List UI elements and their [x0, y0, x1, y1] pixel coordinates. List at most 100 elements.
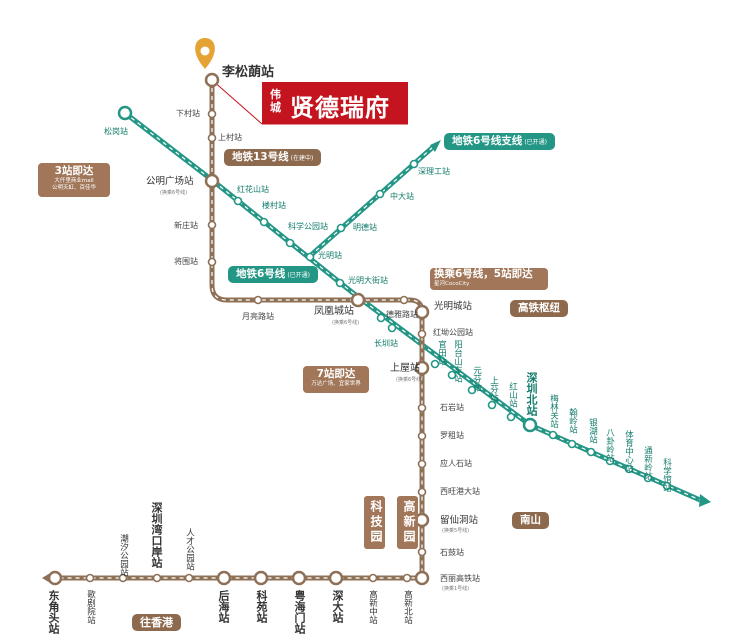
station-shenligong: 深理工站	[418, 167, 450, 176]
station-liuxiandong-sub: (换乘5号线)	[442, 528, 470, 534]
station-dot	[204, 173, 220, 189]
station-dot	[335, 278, 345, 288]
station-kexueguan: 科学馆站	[661, 458, 672, 492]
line6-arrow	[699, 494, 711, 507]
line6-branch-pill: 地铁6号线支线(已开通)	[444, 133, 555, 150]
pointer-line	[211, 79, 263, 125]
station-dot	[506, 412, 516, 422]
station-xiwanggang: 西旺港大站	[440, 487, 480, 496]
station-guangmingdajie: 光明大街站	[348, 276, 388, 285]
station-dot	[417, 459, 427, 469]
station-dot	[207, 133, 217, 143]
station-dot	[285, 238, 295, 248]
station-zhongda: 中大站	[390, 192, 414, 201]
station-dot	[567, 439, 577, 449]
station-tiyuzhongxin: 体育中心站	[623, 430, 634, 473]
station-dot	[624, 464, 634, 474]
station-dot	[152, 573, 162, 583]
station-gaoxinbei: 高新北站	[402, 590, 413, 624]
station-rencai: 人才公园站	[184, 528, 195, 571]
station-shiyan: 石岩站	[440, 403, 464, 412]
station-changzhen: 长圳站	[374, 339, 398, 348]
station-mingde: 明德站	[353, 223, 377, 232]
badge-3-stations: 3站即达 大仟里商业mall 公明天虹、百佳华	[38, 163, 110, 197]
station-dot	[233, 196, 243, 206]
station-dot	[409, 159, 419, 169]
station-dot	[350, 292, 366, 308]
station-dot	[85, 573, 95, 583]
station-dot	[253, 295, 263, 305]
station-xili: 西丽高铁站	[440, 574, 480, 583]
station-hongshan: 红山站	[507, 382, 518, 408]
station-dot	[117, 105, 133, 121]
station-shangfen: 上芬站	[488, 376, 499, 402]
brand-name: 贤德瑞府	[290, 93, 390, 122]
station-shigu: 石鼓站	[440, 548, 464, 557]
station-yuanfen: 元芬站	[471, 366, 482, 392]
station-dot	[605, 456, 615, 466]
station-dot	[375, 189, 385, 199]
station-dot	[259, 217, 269, 227]
station-honghuashan: 红花山站	[237, 185, 269, 194]
station-dot	[118, 573, 128, 583]
hub-pill: 高铁枢纽	[510, 300, 568, 317]
hongkong-button[interactable]: 往香港	[132, 614, 181, 631]
station-dot	[430, 359, 440, 369]
station-chaoxi: 潮汐公园站	[118, 534, 129, 577]
station-dot	[414, 570, 430, 586]
badge-7-stations: 7站即达 万达广场、宜家世界	[303, 366, 369, 393]
station-dot	[368, 573, 378, 583]
station-dot	[586, 447, 596, 457]
station-gaoxinzhong: 高新中站	[367, 590, 378, 624]
station-guangmingcheng: 光明城站	[434, 301, 473, 312]
gaoxin-badge: 高新园	[397, 496, 418, 549]
station-dot	[184, 573, 194, 583]
station-dot	[216, 570, 232, 586]
station-dot	[548, 430, 558, 440]
station-dongjiaotou: 东角头站	[47, 590, 60, 634]
station-fenghuang: 凤凰城站	[314, 306, 354, 317]
station-guantian: 官田站	[436, 340, 447, 366]
station-dot	[376, 313, 386, 323]
station-xili-sub: (换乘1号线)	[442, 586, 470, 592]
station-shenzhenwan: 深圳湾口岸站	[150, 502, 163, 568]
station-dot	[643, 473, 653, 483]
brand-prefix: 伟城	[270, 88, 281, 114]
location-pin-icon	[195, 38, 215, 69]
station-kexuegongyuan: 科学公园站	[288, 222, 328, 231]
station-dot	[47, 570, 63, 586]
station-yuejing: 月亮路站	[242, 312, 274, 321]
station-dot	[328, 570, 344, 586]
brand-banner: 伟城 贤德瑞府	[262, 82, 408, 124]
line6-branch-arrow	[430, 140, 441, 152]
station-fenghuang-sub: (换乘6号线)	[332, 320, 360, 326]
station-dot	[336, 223, 346, 233]
station-dot	[305, 252, 315, 262]
transfer-note: 换乘6号线，5站即达 星河CocoCity	[430, 268, 548, 290]
station-yingrenshi: 应人石站	[440, 459, 472, 468]
station-yinhu: 银湖站	[587, 418, 598, 444]
station-bagualing: 八卦岭站	[604, 428, 615, 462]
station-dot	[467, 385, 477, 395]
station-dot	[417, 487, 427, 497]
station-dot	[207, 257, 217, 267]
line13-pill: 地铁13号线(在建中)	[224, 149, 322, 166]
station-dot	[662, 481, 672, 491]
station-dot	[447, 370, 457, 380]
station-dot	[417, 403, 427, 413]
station-dot	[204, 72, 220, 88]
station-guangming: 光明站	[318, 251, 342, 260]
keji-badge: 科技园	[364, 496, 385, 549]
station-yangtaishan: 阳台山东站	[452, 340, 463, 383]
station-dot	[487, 400, 497, 410]
station-jiangwei: 将围站	[174, 257, 198, 266]
top-station-label: 李松蓢站	[222, 65, 275, 80]
nanshan-pill: 南山	[512, 512, 549, 529]
station-dot	[387, 323, 397, 333]
station-gongming: 公明广场站	[146, 176, 194, 187]
station-dot	[207, 109, 217, 119]
station-xiacun: 下村站	[176, 109, 200, 118]
station-houhai: 后海站	[217, 590, 230, 623]
station-hanling: 翰岭站	[567, 408, 578, 434]
